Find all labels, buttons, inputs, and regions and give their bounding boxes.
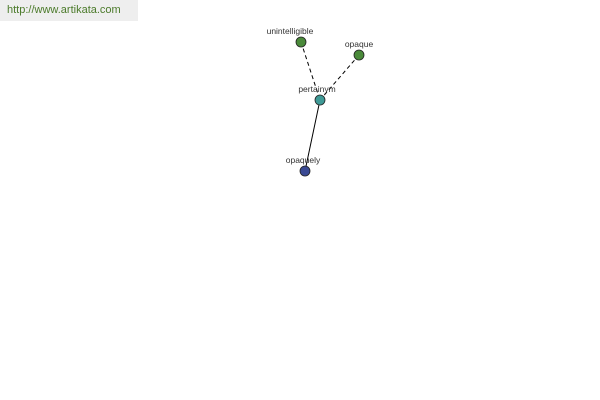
edge-unintelligible-pertainym — [300, 41, 321, 101]
node-opaquely[interactable] — [299, 165, 311, 177]
node-pertainym[interactable] — [314, 94, 326, 106]
labels-layer: unintelligible opaque pertainym opaquely — [267, 26, 374, 165]
node-unintelligible[interactable] — [295, 36, 307, 48]
edge-pertainym-opaquely — [304, 99, 321, 172]
node-label-opaquely[interactable]: opaquely — [286, 155, 321, 165]
edges-layer — [300, 41, 360, 172]
node-label-unintelligible[interactable]: unintelligible — [267, 26, 314, 36]
node-opaque[interactable] — [353, 49, 365, 61]
node-label-pertainym[interactable]: pertainym — [298, 84, 335, 94]
edge-opaque-pertainym — [319, 54, 360, 101]
nodes-layer — [295, 36, 365, 177]
site-url-link[interactable]: http://www.artikata.com — [0, 0, 138, 21]
node-label-opaque[interactable]: opaque — [345, 39, 374, 49]
